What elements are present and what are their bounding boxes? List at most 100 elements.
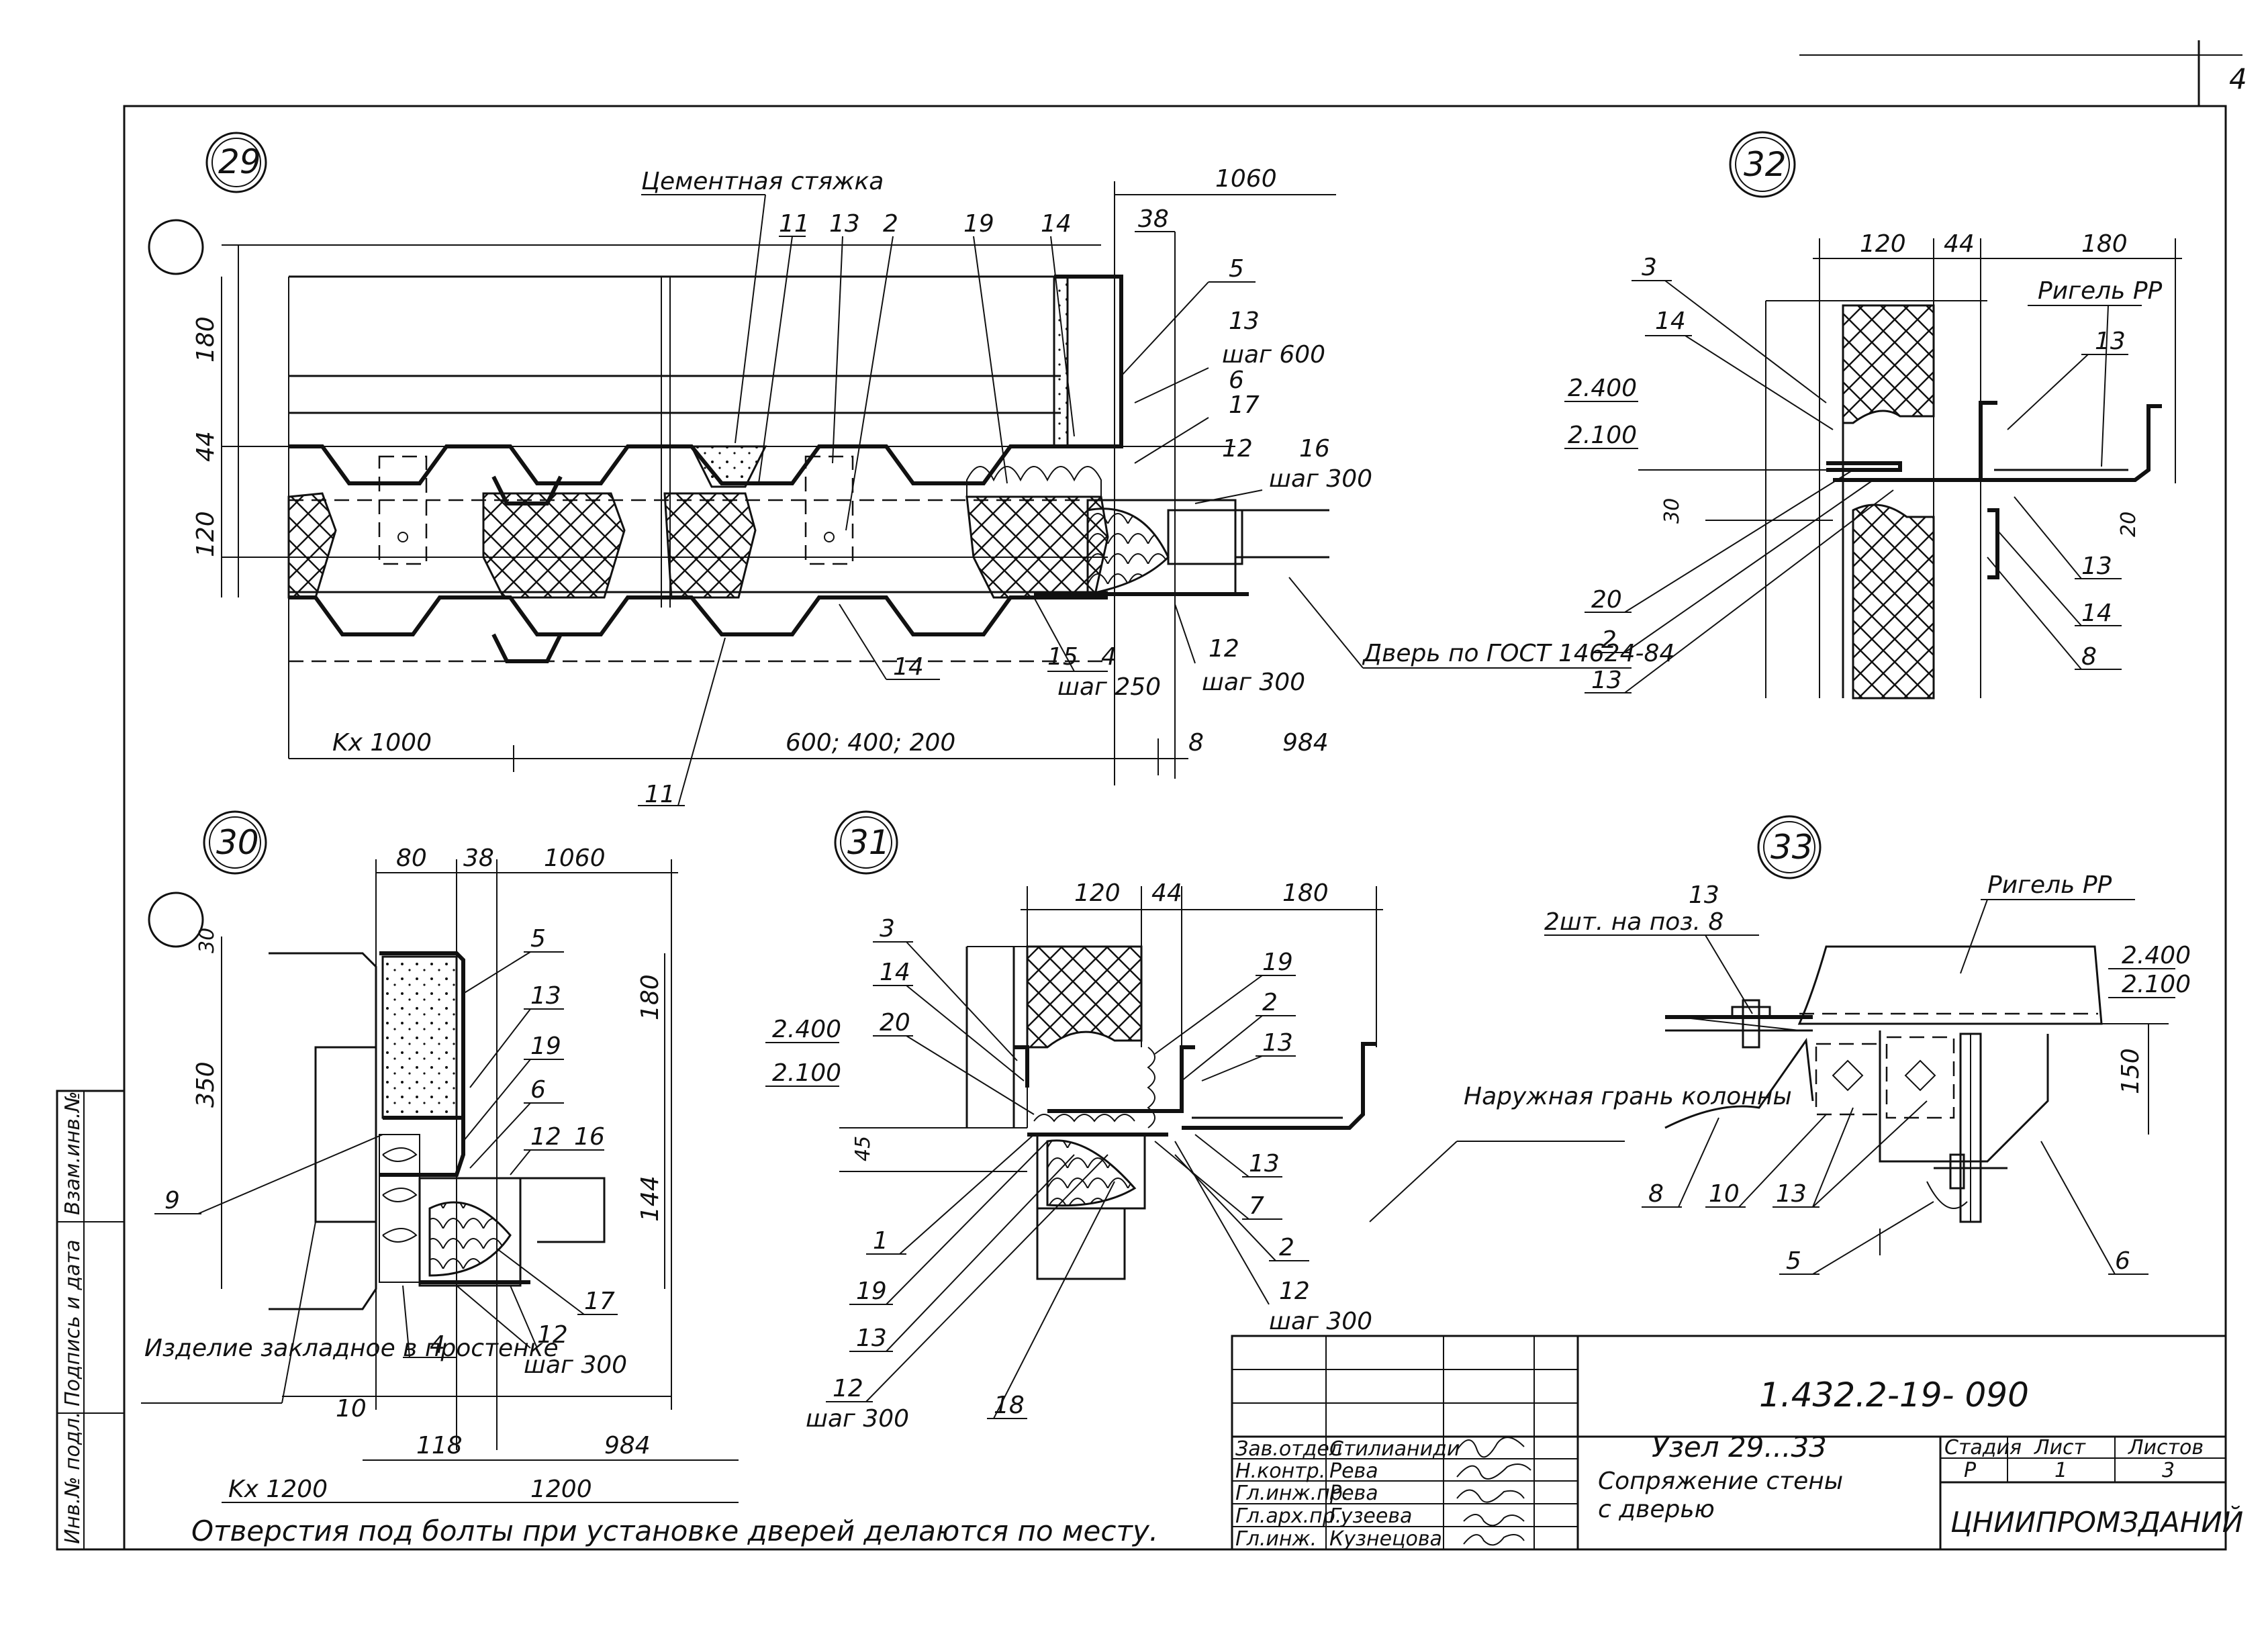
title-line-3: с дверью bbox=[1598, 1496, 1715, 1523]
node-30-step-300: шаг 300 bbox=[524, 1351, 627, 1379]
node-33-callout-13b: 13 bbox=[1776, 1180, 1807, 1208]
node-29-callout-5: 5 bbox=[1229, 255, 1244, 283]
node-29-step-250: шаг 250 bbox=[1057, 673, 1161, 701]
node-30-callout-12b: 12 bbox=[537, 1321, 568, 1349]
node-32-callout-20: 20 bbox=[1591, 586, 1622, 614]
node-32-callout-8: 8 bbox=[2081, 643, 2097, 671]
node-31-dim-44: 44 bbox=[1151, 879, 1182, 907]
signature-3 bbox=[1456, 1489, 1525, 1503]
node-29-callout-2: 2 bbox=[883, 210, 898, 238]
node-33-riegel: Ригель РР bbox=[1987, 871, 2112, 899]
node-30-dim-30: 30 bbox=[195, 928, 219, 953]
node-31-callout-12a: 12 bbox=[1279, 1278, 1310, 1305]
stamp-vzam-inv: Взам.инв.№ bbox=[61, 1091, 85, 1215]
node-29-callout-13a: 13 bbox=[829, 210, 860, 238]
node-29-door-label: Дверь по ГОСТ 14624-84 bbox=[1362, 640, 1674, 667]
side-stamp: Инв.№ подл. Подпись и дата Взам.инв.№ bbox=[56, 1090, 126, 1551]
node-30-dim-118: 118 bbox=[416, 1432, 463, 1459]
node-29-callout-19: 19 bbox=[963, 210, 994, 238]
node-33-callout-8: 8 bbox=[1648, 1180, 1664, 1208]
node-32-dim-120: 120 bbox=[1860, 230, 1906, 258]
node-30-dim-k1200: Kx 1200 bbox=[228, 1476, 328, 1503]
node-32-callout-3: 3 bbox=[1642, 254, 1657, 281]
node-32-callout-14b: 14 bbox=[2081, 599, 2112, 627]
node-29-step-300a: шаг 300 bbox=[1269, 465, 1372, 493]
node-29-cement-label: Цементная стяжка bbox=[641, 168, 884, 195]
stage-value: Р bbox=[1964, 1459, 1977, 1482]
node-33-dim-150: 150 bbox=[2117, 1048, 2144, 1094]
node-29-callout-14a: 14 bbox=[1041, 210, 1072, 238]
node-30-callout-5: 5 bbox=[530, 925, 546, 953]
node-29-dim-984: 984 bbox=[1282, 729, 1329, 757]
sheets-value: 3 bbox=[2162, 1459, 2175, 1482]
node-31-dim-45: 45 bbox=[851, 1136, 875, 1161]
node-32-id: 32 bbox=[1744, 145, 1787, 184]
node-30-dim-180: 180 bbox=[636, 974, 664, 1020]
node-29-marker bbox=[205, 132, 267, 193]
node-33-elev-2400: 2.400 bbox=[2122, 942, 2191, 969]
node-29-callout-16: 16 bbox=[1299, 435, 1330, 463]
node-31-callout-13c: 13 bbox=[856, 1325, 887, 1352]
node-30-embed-label: Изделие закладное в простенке bbox=[144, 1335, 559, 1362]
node-29-callout-13b: 13 bbox=[1229, 307, 1260, 335]
page-number: 4 bbox=[2229, 62, 2247, 95]
node-31-callout-18: 18 bbox=[994, 1392, 1025, 1419]
footnote: Отверстия под болты при установке дверей… bbox=[191, 1515, 1158, 1547]
name-4: Гузеева bbox=[1329, 1504, 1412, 1528]
node-30-callout-19: 19 bbox=[530, 1032, 561, 1060]
node-31-callout-13b: 13 bbox=[1249, 1150, 1280, 1178]
drawing-frame bbox=[123, 105, 2227, 1551]
node-30-callout-9: 9 bbox=[164, 1187, 180, 1214]
node-29-dim-1060: 1060 bbox=[1215, 165, 1277, 193]
node-30-callout-13: 13 bbox=[530, 982, 561, 1010]
node-29-callout-15: 15 bbox=[1047, 643, 1078, 671]
node-32-dim-44: 44 bbox=[1944, 230, 1975, 258]
sheets-label: Листов bbox=[2128, 1436, 2204, 1459]
signature-2 bbox=[1456, 1463, 1531, 1480]
stamp-inv-podl: Инв.№ подл. bbox=[61, 1412, 85, 1544]
node-31-callout-2b: 2 bbox=[1279, 1234, 1294, 1261]
node-33-elev-2100: 2.100 bbox=[2122, 971, 2191, 998]
node-31-callout-1: 1 bbox=[873, 1227, 888, 1255]
node-31-callout-2a: 2 bbox=[1262, 989, 1278, 1016]
node-29-callout-11a: 11 bbox=[779, 210, 810, 238]
title-line-1: Узел 29...33 bbox=[1652, 1431, 1827, 1463]
node-31-callout-19b: 19 bbox=[856, 1278, 887, 1305]
node-30-dim-984: 984 bbox=[604, 1432, 651, 1459]
node-33-callout-10: 10 bbox=[1709, 1180, 1740, 1208]
node-31-elev-2100: 2.100 bbox=[772, 1059, 841, 1087]
node-30-callout-4: 4 bbox=[430, 1331, 445, 1359]
node-29-dim-8: 8 bbox=[1188, 729, 1204, 757]
node-30-id: 30 bbox=[216, 823, 259, 862]
title-line-2: Сопряжение стены bbox=[1598, 1468, 1843, 1495]
node-29-step-300b: шаг 300 bbox=[1202, 669, 1305, 696]
doc-code: 1.432.2-19- 090 bbox=[1759, 1376, 2029, 1414]
node-30-marker bbox=[203, 810, 267, 875]
node-31-step-300a: шаг 300 bbox=[1269, 1308, 1372, 1335]
node-29-dim-38: 38 bbox=[1138, 205, 1169, 233]
role-4: Гл.арх.пр. bbox=[1235, 1504, 1341, 1528]
node-32-dim-30: 30 bbox=[1660, 498, 1684, 524]
node-31-callout-13a: 13 bbox=[1262, 1029, 1293, 1057]
node-31-id: 31 bbox=[847, 823, 890, 862]
node-29-callout-14b: 14 bbox=[893, 653, 924, 681]
node-29-dim-44: 44 bbox=[192, 431, 220, 462]
name-3: Рева bbox=[1329, 1482, 1378, 1505]
node-30-dim-1200: 1200 bbox=[530, 1476, 592, 1503]
node-31-callout-14: 14 bbox=[880, 959, 910, 986]
sheet-value: 1 bbox=[2054, 1459, 2067, 1482]
role-2: Н.контр. bbox=[1235, 1459, 1325, 1483]
role-3: Гл.инж.пр. bbox=[1235, 1482, 1349, 1505]
node-30-dim-350: 350 bbox=[192, 1061, 220, 1108]
node-31-callout-20: 20 bbox=[880, 1009, 910, 1037]
node-30-callout-12: 12 bbox=[530, 1123, 561, 1151]
name-2: Рева bbox=[1329, 1459, 1378, 1483]
binding-hole-bottom bbox=[148, 892, 204, 948]
node-29-dim-120: 120 bbox=[192, 511, 220, 557]
node-29-callout-11b: 11 bbox=[645, 781, 675, 808]
node-33-marker bbox=[1757, 815, 1822, 879]
node-31-dim-180: 180 bbox=[1282, 879, 1329, 907]
node-31-callout-19a: 19 bbox=[1262, 949, 1293, 976]
node-33-callout-13a: 13 bbox=[1689, 881, 1719, 909]
node-29-dim-600-400-200: 600; 400; 200 bbox=[786, 729, 955, 757]
